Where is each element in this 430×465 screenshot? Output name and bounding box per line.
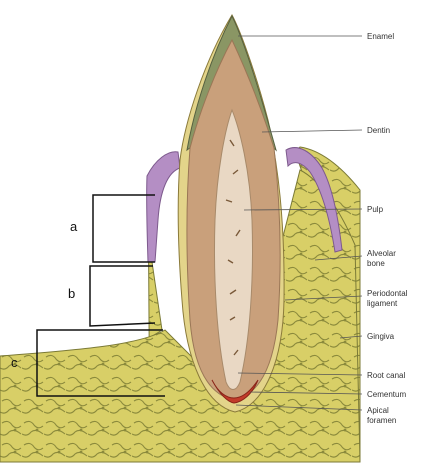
label-pulp: Pulp [367,205,384,214]
leader-dentin [262,130,362,132]
label-root-canal: Root canal [367,371,405,380]
label-alveolar: Alveolar [367,249,396,258]
label-periodontal: Periodontal [367,289,408,298]
gingiva-left [147,152,180,262]
bracket-a [93,195,155,262]
label-gingiva: Gingiva [367,332,395,341]
bracket-b [90,266,155,326]
zone-label-c: c [11,355,18,370]
label-ligament: ligament [367,299,398,308]
zone-label-a: a [70,219,78,234]
label-dentin: Dentin [367,126,390,135]
label-bone: bone [367,259,385,268]
label-apical: Apical [367,406,389,415]
zone-label-b: b [68,286,75,301]
label-enamel: Enamel [367,32,394,41]
label-foramen: foramen [367,416,396,425]
label-cementum: Cementum [367,390,406,399]
